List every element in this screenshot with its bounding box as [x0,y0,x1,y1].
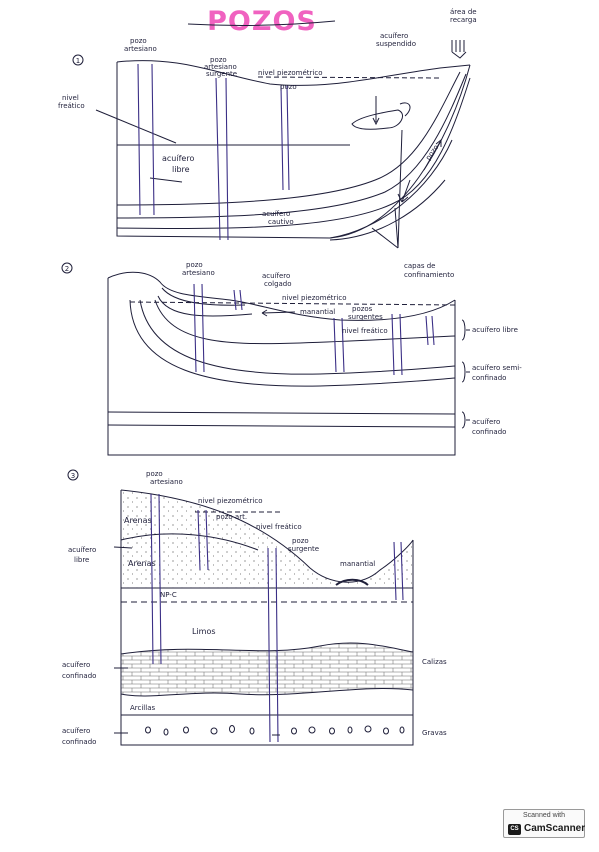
diagram-2: 2 [61,262,470,456]
d2-label-pozo-artesiano-2: artesiano [182,269,215,277]
d2-label-manantial: manantial [300,308,335,316]
page-title: POZOS [187,6,336,37]
d3-label-nivel-freatico: nivel freático [256,523,302,531]
diagram-3-labels: pozo artesiano nivel piezométrico pozo a… [62,470,447,746]
d3-label-arcillas: Arcillas [130,704,155,712]
d1-label-capas-2: confinamiento [404,271,454,279]
d1-piezometric-line [257,76,441,79]
d2-label-confinado-2: confinado [472,428,506,436]
d1-label-surgente-1: pozo [210,56,227,64]
d3-label-confinado-2-2: confinado [62,738,96,746]
d2-label-acuifero-libre: acuífero libre [472,326,518,334]
d3-label-pozo-art: pozo art. [216,513,247,521]
d1-label-surgente-2: artesiano [204,63,237,71]
diagram-3-number: 3 [71,472,75,480]
d2-label-colgado-2: colgado [264,280,292,288]
d3-outline [120,490,414,746]
d3-label-pozo-artesiano-1: pozo [146,470,163,478]
camscanner-badge: Scanned with CS CamScanner [503,809,585,838]
diagram-2-number-circle [61,262,73,274]
diagram-2-number: 2 [65,265,69,273]
d2-label-pozos-surgentes-1: pozos [352,305,373,313]
diagram-1-number: 1 [76,57,80,65]
d3-label-gravas: Gravas [422,729,447,737]
d1-label-recarga-1: área de [450,8,477,16]
diagram-3: 3 [67,469,414,746]
d2-label-nivel-piezometrico: nivel piezométrico [282,294,346,302]
d3-label-pozo-artesiano-2: artesiano [150,478,183,486]
d3-label-pozo-surgente-1: pozo [292,537,309,545]
d3-label-arenas: Arenas [128,559,156,568]
d3-label-nivel-piezometrico: nivel piezométrico [198,497,262,505]
d1-label-capas-1: capas de [404,262,436,270]
d1-label-acuifero-libre-1: acuífero [162,154,194,163]
d1-label-cautivo-2: cautivo [268,218,294,226]
diagram-2-labels: pozo artesiano acuífero colgado nivel pi… [182,261,522,436]
d3-wells [150,493,404,743]
d3-label-confinado-1: acuífero [62,661,90,669]
d1-label-pozo-artesiano-1: pozo [130,37,147,45]
d1-label-suspendido-1: acuífero [380,32,408,40]
d2-label-nivel-freatico: nivel freático [342,327,388,335]
title-text: POZOS [207,6,317,37]
d2-label-semiconfinado-2: confinado [472,374,506,382]
d2-wells [193,283,435,376]
d3-label-limos: Limos [192,627,216,636]
d3-label-manantial: manantial [340,560,375,568]
d1-label-suspendido-2: suspendido [376,40,416,48]
d3-label-npc: NP-C [160,591,177,599]
d3-sand-layer [121,490,413,588]
d1-label-acuifero-libre-2: libre [172,165,190,174]
badge-scanned-with: Scanned with [522,812,566,819]
d1-label-nivel-piezometrico: nivel piezométrico [258,69,322,77]
d3-label-confinado-2: confinado [62,672,96,680]
diagram-1-labels: pozo artesiano pozo artesiano surgente n… [58,8,477,279]
d1-recharge-arrows-icon [451,40,467,59]
d3-gravel-pebbles [145,725,405,736]
d3-label-arenas-top: Arenas [124,516,152,525]
camscanner-logo-icon: CS [508,824,521,835]
d1-confining-top [116,71,461,206]
d2-label-semiconfinado-1: acuífero semi- [472,364,522,372]
d2-label-pozo-artesiano-1: pozo [186,261,203,269]
d1-label-pozo: pozo [280,83,297,91]
d1-label-pozo-artesiano-2: artesiano [124,45,157,53]
diagram-1-number-circle [72,54,84,66]
d2-outline [107,278,456,456]
d1-label-cautivo-1: acuífero [262,210,290,218]
d3-label-confinado-2-1: acuífero [62,727,90,735]
d3-label-calizas: Calizas [422,658,447,666]
badge-brand: CamScanner [524,823,586,834]
d2-label-pozos-surgentes-2: surgentes [348,313,383,321]
d3-label-pozo-surgente-2: surgente [288,545,319,553]
d1-label-nivel-freatico-2: freático [58,102,85,110]
d2-label-confinado-1: acuífero [472,418,500,426]
d1-label-nivel-freatico-1: nivel [62,94,79,102]
d2-piezometric-line [129,301,456,306]
d3-label-acuifero-libre-1: acuífero [68,546,96,554]
d1-label-recarga-2: recarga [450,16,477,24]
d2-confined-top [107,411,456,415]
d3-calizas-layer [121,642,413,696]
d1-suspended-aquifer [351,109,403,130]
d1-label-surgente-3: surgente [206,70,237,78]
d1-wells [137,63,290,241]
d2-free-aquifer-base [154,299,456,345]
d2-label-colgado-1: acuífero [262,272,290,280]
d3-spring [335,578,369,586]
diagram-1: 1 [72,40,471,249]
diagram-3-number-circle [67,469,79,481]
d3-label-acuifero-libre-2: libre [74,556,89,564]
